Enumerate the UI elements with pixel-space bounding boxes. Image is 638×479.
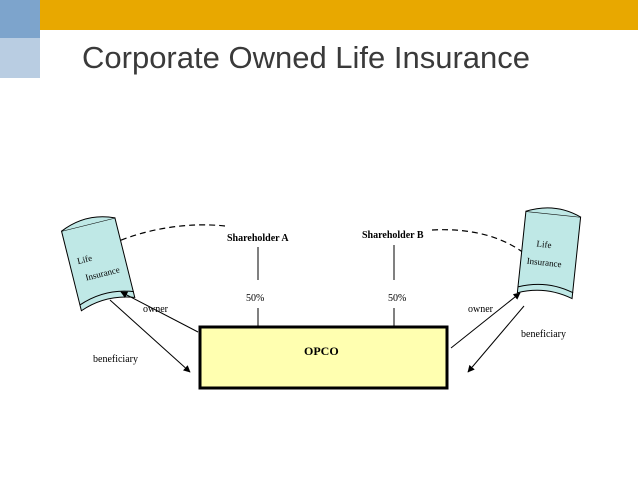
shareholder-b-label: Shareholder B [362,230,424,241]
policy-left-line1: Life [76,253,93,266]
header-bar [0,0,638,30]
dashed-link-right [431,229,531,259]
owner-label-right: owner [468,304,494,315]
shareholder-b-stake: 50% [388,293,406,304]
beneficiary-arrow-left [109,299,191,373]
opco-label: OPCO [304,344,339,358]
policy-right: Life Insurance [516,207,582,300]
owner-arrow-left [120,291,199,333]
opco-box [198,325,449,390]
beneficiary-arrow-right [467,305,525,373]
beneficiary-label-left: beneficiary [93,354,138,365]
policy-right-line2: Insurance [526,256,562,270]
shareholder-a-label: Shareholder A [227,233,289,244]
policy-right-line1: Life [536,239,552,251]
shareholder-a-stake: 50% [246,293,264,304]
slide-title: Corporate Owned Life Insurance [82,40,531,75]
corner-accent-dark [0,0,40,38]
owner-label-left: owner [143,304,169,315]
beneficiary-label-right: beneficiary [521,329,566,340]
policy-left: Life Insurance [60,216,136,312]
corner-accent-light [0,38,40,78]
owner-arrow-right [450,292,521,349]
